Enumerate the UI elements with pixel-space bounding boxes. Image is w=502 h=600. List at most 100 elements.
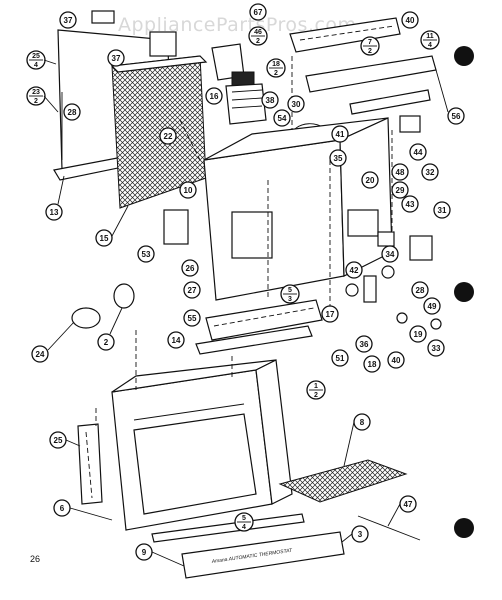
callout-3: 3 <box>351 525 369 543</box>
callout-22: 22 <box>159 127 177 145</box>
watermark-text: AppliancePartsPros.com <box>118 14 357 36</box>
svg-text:13: 13 <box>50 208 59 217</box>
svg-text:4: 4 <box>428 42 432 49</box>
switch-29 <box>377 231 395 247</box>
svg-text:16: 16 <box>210 92 219 101</box>
svg-text:19: 19 <box>414 330 423 339</box>
tag-37 <box>91 10 115 24</box>
callout-53: 53 <box>137 245 155 263</box>
svg-text:9: 9 <box>142 548 147 557</box>
svg-text:28: 28 <box>416 286 425 295</box>
page-number: 26 <box>30 554 40 564</box>
fraction-callout-23-2: 23 2 <box>26 86 46 106</box>
callout-17: 17 <box>321 305 339 323</box>
svg-text:5: 5 <box>288 287 292 294</box>
callout-40-top: 40 <box>401 11 419 29</box>
punch-hole-bottom <box>454 518 474 538</box>
punch-hole-middle <box>454 282 474 302</box>
svg-text:2: 2 <box>368 48 372 55</box>
svg-text:40: 40 <box>406 16 415 25</box>
callout-47: 47 <box>399 495 417 513</box>
callout-20: 20 <box>361 171 379 189</box>
panel-53 <box>163 209 189 245</box>
svg-text:41: 41 <box>336 130 345 139</box>
fraction-callout-5-4: 5 4 <box>234 512 254 532</box>
svg-text:37: 37 <box>64 16 73 25</box>
fraction-callout-11-4: 11 4 <box>420 30 440 50</box>
lamp-bulb <box>113 283 135 309</box>
svg-text:67: 67 <box>254 8 263 17</box>
fraction-callout-7-2: 7 2 <box>360 36 380 56</box>
callout-10: 10 <box>179 181 197 199</box>
svg-text:8: 8 <box>360 418 365 427</box>
rod-47 <box>357 515 421 541</box>
svg-text:2: 2 <box>104 338 109 347</box>
grille-8 <box>278 459 408 503</box>
svg-text:15: 15 <box>100 234 109 243</box>
callout-9: 9 <box>135 543 153 561</box>
callout-43: 43 <box>401 195 419 213</box>
lamp-socket <box>71 307 101 329</box>
svg-text:28: 28 <box>68 108 77 117</box>
svg-text:18: 18 <box>272 61 280 68</box>
svg-text:3: 3 <box>358 530 363 539</box>
callout-32: 32 <box>421 163 439 181</box>
callout-36: 36 <box>355 335 373 353</box>
svg-text:18: 18 <box>368 360 377 369</box>
fraction-callout-25-4: 25 4 <box>26 50 46 70</box>
svg-text:47: 47 <box>404 500 413 509</box>
callout-37-top: 37 <box>59 11 77 29</box>
callout-18-lower: 18 <box>363 355 381 373</box>
svg-text:4: 4 <box>242 524 246 531</box>
callout-51: 51 <box>331 349 349 367</box>
svg-text:43: 43 <box>406 200 415 209</box>
svg-text:34: 34 <box>386 250 395 259</box>
control-box <box>231 211 273 259</box>
svg-text:46: 46 <box>254 29 262 36</box>
svg-text:2: 2 <box>274 70 278 77</box>
svg-text:54: 54 <box>278 114 287 123</box>
callout-67: 67 <box>249 3 267 21</box>
svg-text:20: 20 <box>366 176 375 185</box>
top-trim-bar <box>289 17 401 53</box>
bracket-44 <box>399 115 421 133</box>
svg-text:55: 55 <box>188 314 197 323</box>
svg-text:10: 10 <box>184 186 193 195</box>
svg-text:6: 6 <box>60 504 65 513</box>
knob-42 <box>345 283 359 297</box>
callout-28: 28 <box>63 103 81 121</box>
svg-text:48: 48 <box>396 168 405 177</box>
svg-text:37: 37 <box>112 54 121 63</box>
insulation-top <box>110 55 208 73</box>
knob-19 <box>396 312 408 324</box>
svg-text:31: 31 <box>438 206 447 215</box>
svg-text:14: 14 <box>172 336 181 345</box>
callout-37-lower: 37 <box>107 49 125 67</box>
svg-text:53: 53 <box>142 250 151 259</box>
callout-27: 27 <box>183 281 201 299</box>
callout-34: 34 <box>381 245 399 263</box>
callout-54: 54 <box>273 109 291 127</box>
svg-text:30: 30 <box>292 100 301 109</box>
svg-text:29: 29 <box>396 186 405 195</box>
name-plate <box>181 531 345 579</box>
callout-28-right: 28 <box>411 281 429 299</box>
svg-text:40: 40 <box>392 356 401 365</box>
svg-text:2: 2 <box>256 38 260 45</box>
fraction-callout-1-2: 1 2 <box>306 380 326 400</box>
mounting-rail-41 <box>305 55 437 93</box>
callout-33: 33 <box>427 339 445 357</box>
door-side-edge <box>255 359 293 505</box>
callout-29: 29 <box>391 181 409 199</box>
callout-19: 19 <box>409 325 427 343</box>
callout-15: 15 <box>95 229 113 247</box>
callout-31: 31 <box>433 201 451 219</box>
knob-34 <box>381 265 395 279</box>
component-28b <box>409 235 433 261</box>
main-housing <box>203 139 345 301</box>
callout-55: 55 <box>183 309 201 327</box>
callout-48: 48 <box>391 163 409 181</box>
callout-42: 42 <box>345 261 363 279</box>
svg-text:49: 49 <box>428 302 437 311</box>
